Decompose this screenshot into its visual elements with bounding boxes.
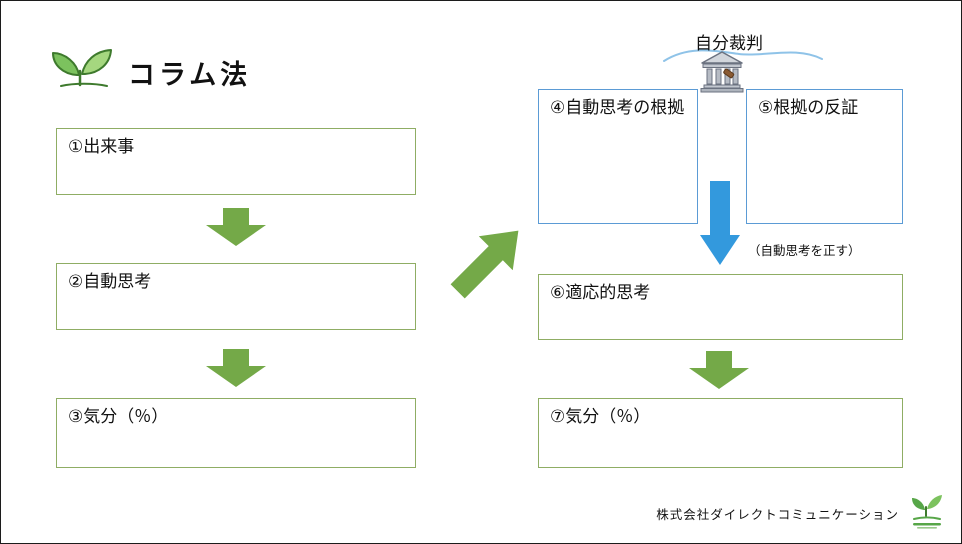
box-automatic-thought: ②自動思考 [56, 263, 416, 330]
box-evidence-label: ④自動思考の根拠 [550, 98, 685, 118]
diagonal-arrow-icon [450, 230, 519, 299]
box-event-label: ①出来事 [68, 137, 135, 157]
company-name: 株式会社ダイレクトコミュニケーション [656, 507, 899, 522]
box-counter-evidence-label: ⑤根拠の反証 [758, 98, 859, 118]
blue-down-arrow-icon [700, 181, 740, 265]
down-arrow-icon [206, 208, 266, 246]
sprout-logo-icon [912, 495, 942, 529]
box-adaptive-thought-label: ⑥適応的思考 [550, 283, 651, 303]
box-mood-before-label: ③気分（％） [68, 407, 169, 427]
box-automatic-thought-label: ②自動思考 [68, 272, 152, 292]
box-mood-after-label: ⑦気分（％） [550, 407, 651, 427]
down-arrow-icon [206, 349, 266, 387]
box-counter-evidence: ⑤根拠の反証 [746, 89, 903, 224]
down-arrow-icon [689, 351, 749, 389]
box-event: ①出来事 [56, 128, 416, 195]
box-adaptive-thought: ⑥適応的思考 [538, 274, 903, 340]
box-evidence: ④自動思考の根拠 [538, 89, 698, 224]
blue-arrow-note: （自動思考を正す） [748, 243, 861, 258]
courthouse-icon [700, 51, 744, 93]
box-mood-before: ③気分（％） [56, 398, 416, 468]
page-title: コラム法 [128, 60, 252, 91]
sprout-icon [52, 49, 112, 87]
box-mood-after: ⑦気分（％） [538, 398, 903, 468]
swoosh-underline [663, 49, 823, 62]
self-trial-label: 自分裁判 [695, 34, 763, 54]
